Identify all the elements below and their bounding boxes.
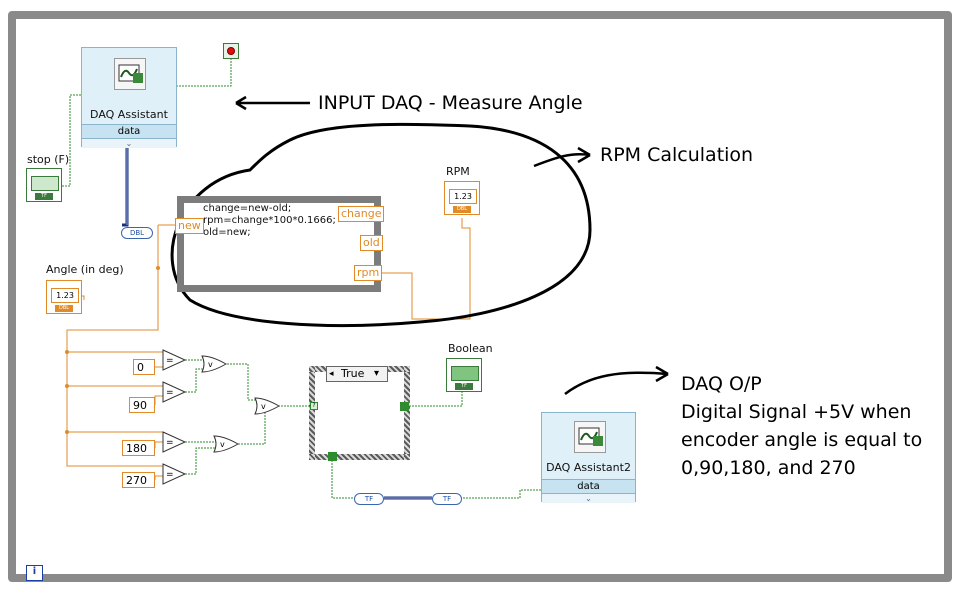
angle-display: 1.23	[51, 288, 79, 303]
rpm-display: 1.23	[449, 189, 477, 204]
tf-converter-1: TF	[354, 493, 384, 505]
case-selector[interactable]: ◂ True ▾	[326, 366, 388, 382]
daq-output-data-label[interactable]: data	[542, 479, 635, 493]
boolean-indicator[interactable]: TF	[446, 358, 482, 392]
constant-90[interactable]: 90	[129, 397, 155, 413]
svg-text:v: v	[220, 440, 225, 449]
daq-output-title: DAQ Assistant2	[546, 461, 631, 474]
code-line: old=new;	[203, 227, 251, 238]
boolean-indicator-label: Boolean	[448, 342, 493, 355]
svg-text:=: =	[166, 438, 174, 448]
dynamic-wire	[122, 146, 129, 227]
dropdown-arrow-icon[interactable]: ▾	[374, 368, 380, 379]
svg-text:v: v	[208, 360, 213, 369]
numeric-wire-angle	[66, 225, 163, 467]
daq-to-stop-wire	[176, 58, 232, 87]
constant-270[interactable]: 270	[122, 472, 155, 488]
code-line: rpm=change*100*0.1666;	[203, 215, 336, 226]
equal-node-0	[162, 349, 187, 485]
angle-indicator[interactable]: 1.23 DBL	[46, 280, 82, 314]
case-left-arrow-icon[interactable]: ◂	[329, 369, 334, 379]
formula-code: change=new-old;rpm=change*100*0.1666;old…	[203, 203, 336, 239]
constant-0[interactable]: 0	[133, 359, 155, 375]
constant-180[interactable]: 180	[122, 440, 155, 456]
rpm-indicator-label: RPM	[446, 165, 470, 178]
rpm-wire	[380, 218, 471, 320]
angle-tag: DBL	[55, 305, 73, 312]
led-icon	[451, 366, 479, 381]
stop-button-indicator[interactable]	[223, 43, 239, 59]
daq-assistant-output[interactable]: DAQ Assistant2 data ⌄	[541, 412, 636, 503]
numeric-wire-angle-ind	[82, 295, 85, 300]
rpm-calc-outline	[170, 122, 592, 327]
angle-indicator-label: Angle (in deg)	[46, 263, 124, 276]
svg-text:=: =	[166, 388, 174, 398]
stop-control[interactable]: TF	[26, 168, 62, 202]
daq-input-title: DAQ Assistant	[90, 108, 168, 121]
annotation-input-daq: INPUT DAQ - Measure Angle	[318, 92, 583, 114]
arrow-input-daq	[235, 95, 310, 111]
case-interior	[315, 372, 404, 454]
case-output-tunnel-2	[328, 452, 337, 461]
rpm-tag: DBL	[453, 206, 471, 213]
toggle-icon	[31, 176, 59, 191]
svg-text:=: =	[166, 470, 174, 480]
svg-text:=: =	[166, 356, 174, 366]
arrow-daq-op	[564, 365, 669, 395]
rpm-indicator[interactable]: 1.23 DBL	[444, 181, 480, 215]
daq-icon	[574, 421, 606, 453]
formula-output-old[interactable]: old	[360, 235, 383, 251]
stop-light-icon	[227, 47, 235, 55]
arrow-rpm-calc	[533, 146, 591, 168]
stop-wire	[62, 94, 82, 187]
case-output-tunnel	[400, 402, 409, 411]
info-icon[interactable]: i	[26, 565, 43, 581]
stop-control-label: stop (F)	[27, 153, 70, 166]
annotation-line: 0,90,180, and 270	[681, 457, 856, 479]
annotation-line: encoder angle is equal to	[681, 429, 923, 451]
code-line: change=new-old;	[203, 203, 292, 214]
formula-input-new[interactable]: new	[175, 218, 204, 234]
annotation-rpm-calc: RPM Calculation	[600, 144, 754, 166]
annotation-line: Digital Signal +5V when	[681, 401, 912, 423]
daq-icon	[114, 58, 146, 90]
chevron-down-icon: ⌄	[542, 493, 635, 503]
case-selector-value: True	[341, 367, 365, 380]
formula-output-rpm[interactable]: rpm	[354, 265, 383, 281]
dbl-converter: DBL	[121, 227, 153, 239]
formula-output-change[interactable]: change	[338, 206, 385, 222]
case-selector-terminal: ?	[310, 402, 318, 410]
annotation-line: DAQ O/P	[681, 373, 762, 395]
tf-converter-2: TF	[432, 493, 462, 505]
daq-input-data-label[interactable]: data	[82, 124, 176, 138]
boolean-tag: TF	[455, 383, 473, 390]
daq-assistant-input[interactable]: DAQ Assistant data ⌄	[81, 47, 177, 148]
chevron-down-icon: ⌄	[82, 138, 176, 148]
stop-control-tag: TF	[35, 193, 53, 200]
annotation-daq-op: DAQ O/P Digital Signal +5V when encoder …	[681, 370, 922, 482]
formula-node[interactable]	[177, 196, 381, 292]
svg-text:v: v	[261, 402, 266, 411]
or-gate	[201, 355, 281, 453]
